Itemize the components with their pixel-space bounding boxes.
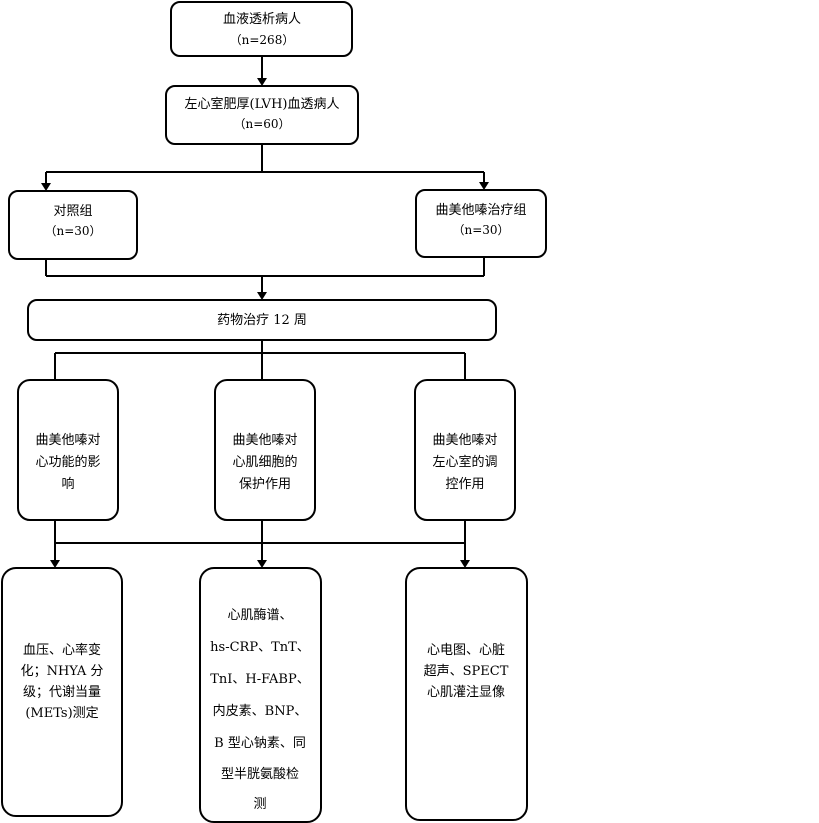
connectors: [41, 56, 489, 568]
node-control-line-2: （n=30）: [44, 224, 101, 238]
node-aim1-line-1: 曲美他嗪对: [35, 433, 100, 448]
node-aim-cardiac-function: 曲美他嗪对 心功能的影 响: [17, 379, 119, 521]
node-control-group: 对照组 （n=30）: [8, 190, 138, 260]
node-measure1-line-4: (METs)测定: [25, 706, 98, 721]
node-measure2-line-2: hs-CRP、TnT、: [210, 640, 310, 655]
node-treatment-line-2: （n=30）: [452, 223, 509, 237]
node-control-line-1: 对照组: [53, 204, 92, 219]
node-measure1-line-3: 级；代谢当量: [23, 684, 101, 700]
node-aim1-line-2: 心功能的影: [35, 454, 100, 470]
node-treatment-line-1: 曲美他嗪治疗组: [435, 203, 526, 218]
node-drug-label: 药物治疗 12 周: [217, 313, 307, 328]
node-aim-lv-regulation: 曲美他嗪对 左心室的调 控作用: [414, 379, 516, 521]
node-measure1-line-1: 血压、心率变: [23, 642, 101, 658]
node-measure2-line-3: TnI、H-FABP、: [210, 672, 310, 687]
node-measure2-line-4: 内皮素、BNP、: [213, 703, 308, 719]
node-measure2-line-6: 型半胱氨酸检: [221, 767, 299, 782]
node-measure-clinical: 血压、心率变 化；NHYA 分 级；代谢当量 (METs)测定: [1, 567, 123, 817]
node-aim2-line-2: 心肌细胞的: [232, 454, 297, 470]
node-measure-biomarkers: 心肌酶谱、 hs-CRP、TnT、 TnI、H-FABP、 内皮素、BNP、 B…: [199, 567, 322, 823]
node-measure2-line-1: 心肌酶谱、: [227, 607, 292, 623]
node-measure3-line-3: 心肌灌注显像: [427, 685, 505, 700]
node-measure2-line-5: B 型心钠素、同: [214, 736, 306, 751]
node-lvh-line-2: （n=60）: [233, 117, 290, 131]
node-lvh-line-1: 左心室肥厚(LVH)血透病人: [185, 96, 340, 112]
node-lvh: 左心室肥厚(LVH)血透病人 （n=60）: [165, 85, 359, 145]
node-aim1-line-3: 响: [61, 476, 74, 492]
node-aim3-line-1: 曲美他嗪对: [432, 433, 497, 448]
node-root-line-1: 血液透析病人: [223, 12, 301, 27]
node-drug-treatment: 药物治疗 12 周: [27, 299, 497, 341]
node-aim2-line-1: 曲美他嗪对: [232, 433, 297, 448]
node-aim-myocyte-protection: 曲美他嗪对 心肌细胞的 保护作用: [214, 379, 316, 521]
node-measure3-line-2: 超声、SPECT: [424, 664, 509, 679]
node-measure2-line-7: 测: [253, 797, 266, 812]
node-root: 血液透析病人 （n=268）: [170, 1, 353, 57]
node-measure3-line-1: 心电图、心脏: [427, 643, 505, 658]
node-aim3-line-2: 左心室的调: [432, 454, 497, 470]
node-measure-imaging: 心电图、心脏 超声、SPECT 心肌灌注显像: [405, 567, 528, 821]
node-aim3-line-3: 控作用: [445, 477, 484, 492]
node-aim2-line-3: 保护作用: [239, 477, 291, 492]
node-root-line-2: （n=268）: [230, 33, 295, 47]
node-measure1-line-2: 化；NHYA 分: [21, 664, 104, 679]
node-treatment-group: 曲美他嗪治疗组 （n=30）: [415, 189, 547, 258]
